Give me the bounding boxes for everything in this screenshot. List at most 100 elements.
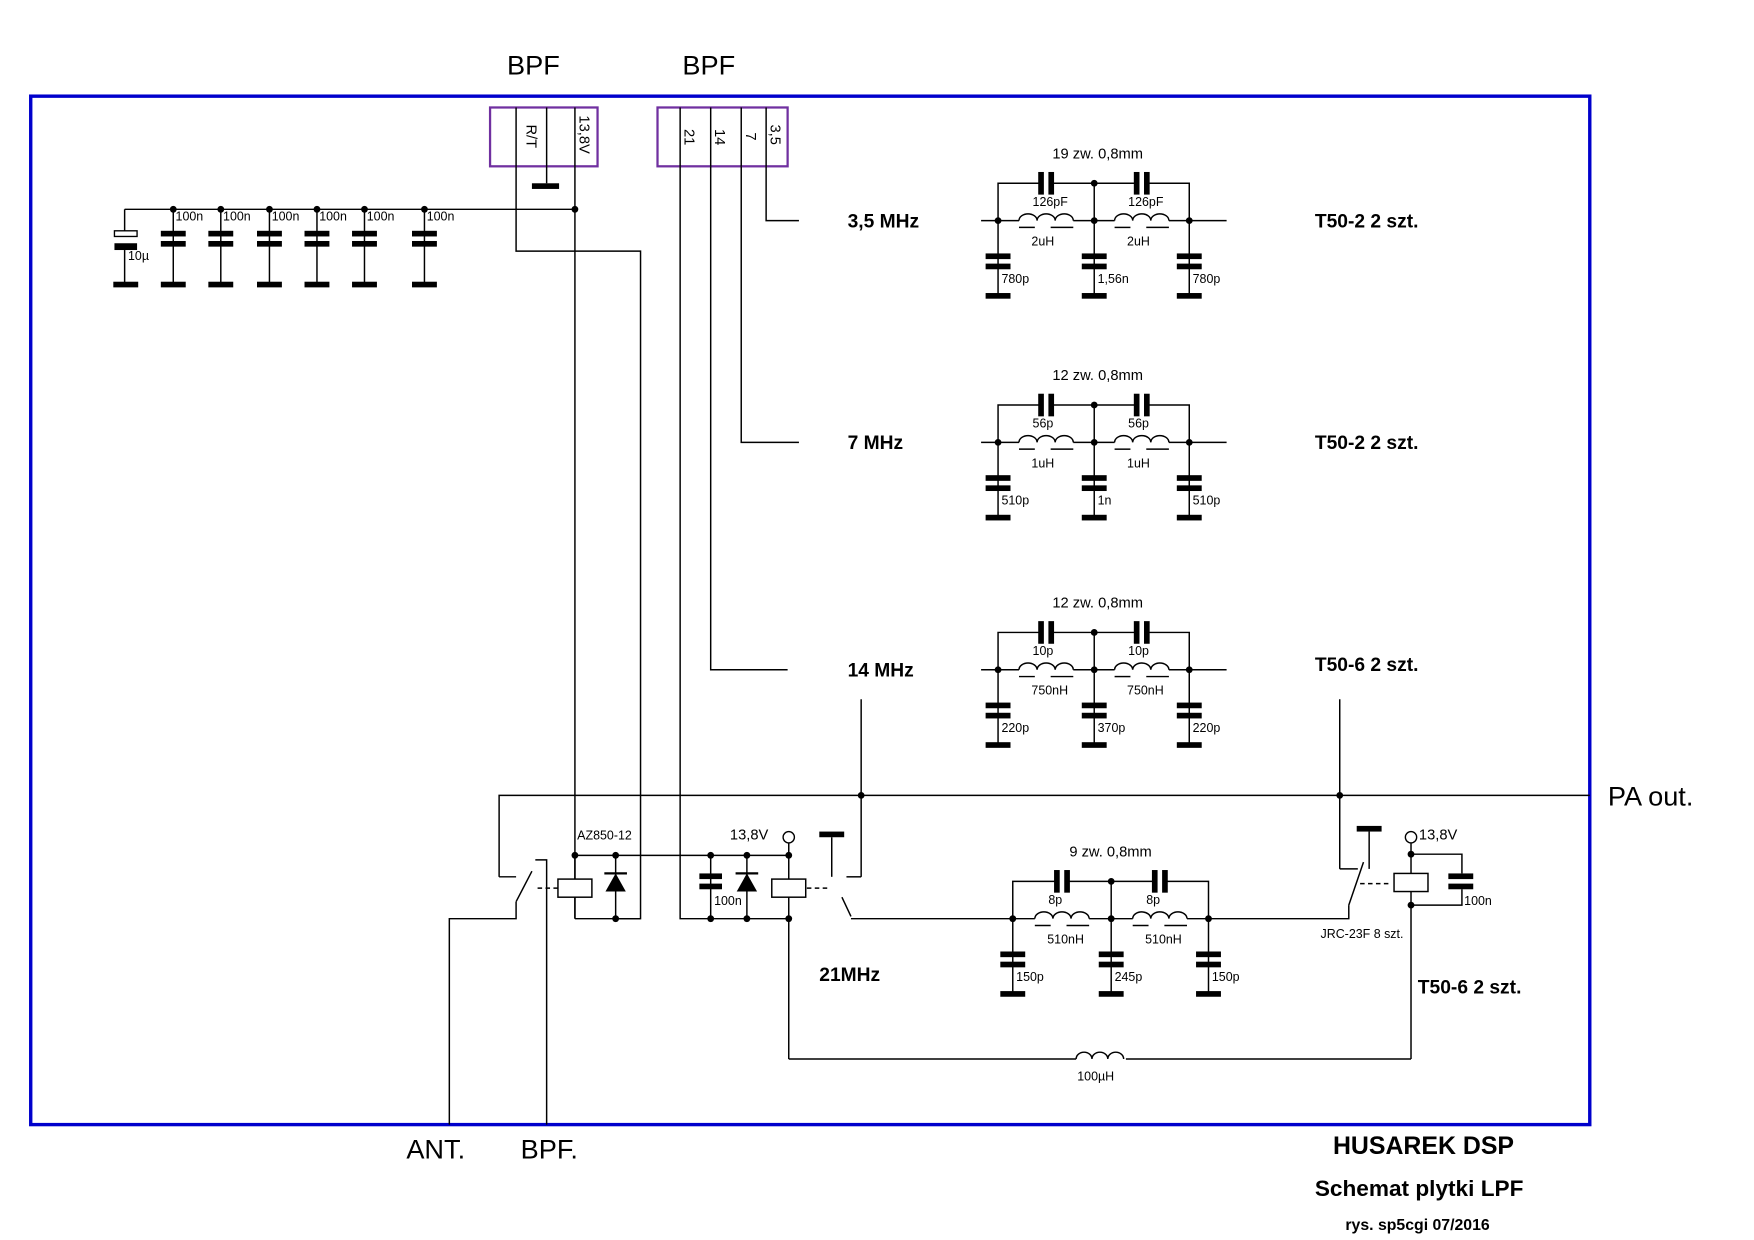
svg-text:126pF: 126pF (1033, 195, 1069, 209)
svg-text:150p: 150p (1212, 970, 1240, 984)
pin-3v5: 3,5 (767, 124, 783, 144)
choke-icon (1075, 1051, 1125, 1060)
core-label-3v5: T50-2 2 szt. (1315, 211, 1419, 232)
supply-label-mid: 13,8V (730, 827, 769, 843)
decoupling-capacitor: 100n (412, 205, 455, 288)
winding-spec: 9 zw. 0,8mm (1069, 844, 1151, 860)
series-capacitor (1038, 393, 1044, 417)
shunt-capacitor (985, 253, 1011, 260)
port-ant[interactable]: ANT. (406, 1134, 465, 1165)
svg-text:510nH: 510nH (1047, 933, 1084, 947)
svg-text:370p: 370p (1098, 721, 1126, 735)
series-capacitor (1133, 171, 1140, 195)
inductor-icon (1113, 213, 1170, 221)
svg-text:150p: 150p (1016, 970, 1044, 984)
inductor-icon (1018, 213, 1075, 221)
svg-text:750nH: 750nH (1031, 684, 1068, 698)
band-label-14: 14 MHz (848, 661, 914, 682)
shunt-capacitor (1196, 951, 1221, 958)
core-label-7: T50-2 2 szt. (1315, 433, 1419, 454)
shunt-capacitor (1000, 951, 1026, 958)
pin-14: 14 (711, 129, 727, 145)
inductor-icon (1018, 662, 1075, 670)
svg-text:10µ: 10µ (128, 249, 149, 263)
electrolytic-cap (113, 230, 138, 238)
supply-decoupling: 10µ 100n 100n 100n 100n 100n 100n (113, 166, 579, 919)
shunt-capacitor (1176, 253, 1202, 260)
svg-text:100n: 100n (427, 210, 455, 224)
svg-text:780p: 780p (1001, 272, 1029, 286)
band-label-7: 7 MHz (848, 433, 904, 454)
diode-icon (736, 873, 758, 892)
pin-13v8: 13,8V (575, 115, 591, 154)
series-capacitor (1054, 870, 1060, 893)
svg-text:510p: 510p (1193, 494, 1221, 508)
svg-text:100n: 100n (272, 210, 300, 224)
pin-7: 7 (742, 132, 758, 140)
diode-icon (605, 873, 626, 892)
drawing-title: Schemat plytki LPF (1315, 1176, 1524, 1201)
shunt-capacitor (1081, 253, 1107, 260)
decoupling-capacitor: 100n (352, 205, 395, 288)
bpf-label-left: BPF (507, 50, 560, 81)
svg-text:750nH: 750nH (1127, 684, 1164, 698)
svg-text:1,56n: 1,56n (1098, 272, 1129, 286)
series-capacitor (1151, 870, 1158, 893)
svg-text:100n: 100n (367, 210, 395, 224)
pin-rt: R/T (522, 124, 538, 148)
inductor-icon (1018, 434, 1075, 443)
svg-text:10p: 10p (1033, 644, 1054, 658)
band-label-3v5: 3,5 MHz (848, 211, 920, 232)
series-capacitor (1038, 621, 1044, 644)
svg-text:100n: 100n (1464, 894, 1492, 908)
shunt-capacitor (1081, 702, 1107, 709)
bpf-connector-left[interactable]: BPF R/T 13,8V (488, 50, 599, 168)
shunt-capacitor (985, 702, 1011, 709)
svg-text:100n: 100n (223, 210, 251, 224)
winding-spec: 12 zw. 0,8mm (1052, 596, 1143, 612)
svg-text:100n: 100n (176, 210, 204, 224)
svg-text:56p: 56p (1033, 417, 1054, 431)
pin-21: 21 (681, 129, 697, 145)
svg-text:220p: 220p (1193, 721, 1221, 735)
port-pa-out[interactable]: PA out. (1608, 781, 1694, 812)
supply-label-right: 13,8V (1419, 827, 1458, 843)
inductor-icon (1113, 662, 1170, 670)
svg-text:100n: 100n (319, 210, 347, 224)
svg-text:780p: 780p (1193, 272, 1221, 286)
svg-text:245p: 245p (1115, 970, 1143, 984)
supply-terminal-right[interactable] (1404, 830, 1418, 844)
shunt-capacitor (985, 475, 1011, 481)
svg-text:510p: 510p (1001, 494, 1029, 508)
board-outline (29, 94, 1592, 1127)
decoupling-capacitor: 100n (160, 205, 204, 288)
svg-text:2uH: 2uH (1031, 235, 1054, 249)
svg-text:100n: 100n (714, 894, 742, 908)
inductor-icon (1113, 434, 1170, 443)
svg-text:8p: 8p (1048, 893, 1062, 907)
relay-coil-az850 (557, 878, 593, 898)
inductor-icon (1131, 911, 1188, 919)
decoupling-capacitor: 100n (304, 205, 347, 288)
shunt-capacitor (1176, 475, 1202, 481)
inductor-icon (1034, 911, 1090, 919)
series-capacitor (1133, 393, 1140, 417)
relay-model-jrc: JRC-23F 8 szt. (1321, 927, 1404, 941)
port-bpf[interactable]: BPF. (521, 1134, 578, 1165)
decoupling-capacitor: 100n (257, 205, 300, 288)
shunt-capacitor (1081, 475, 1107, 481)
shunt-capacitor (1098, 951, 1124, 958)
svg-text:56p: 56p (1128, 417, 1149, 431)
svg-text:126pF: 126pF (1128, 195, 1164, 209)
supply-terminal[interactable] (782, 830, 796, 844)
relay-coil-right (1393, 872, 1429, 893)
svg-text:100µH: 100µH (1077, 1069, 1114, 1083)
decoupling-capacitor: 100n (208, 205, 251, 288)
ground-symbol (531, 183, 560, 189)
bpf-connector-right[interactable]: BPF 21 14 7 3,5 (656, 50, 789, 168)
svg-text:1uH: 1uH (1127, 456, 1150, 470)
svg-text:1uH: 1uH (1031, 456, 1054, 470)
